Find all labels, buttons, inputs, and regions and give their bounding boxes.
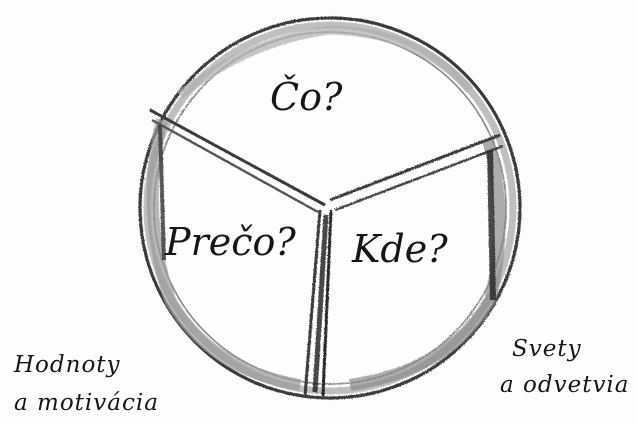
outside-label-left-line1: Hodnoty: [13, 352, 121, 378]
outside-label-right-line1: Svety: [512, 336, 582, 362]
segment-label-top: Čo?: [270, 75, 343, 119]
segment-label-left: Prečo?: [164, 220, 296, 264]
outside-label-right-line2: a odvetvia: [500, 372, 630, 398]
outside-label-left-line2: a motivácia: [14, 390, 159, 416]
segment-label-right: Kde?: [351, 227, 448, 271]
